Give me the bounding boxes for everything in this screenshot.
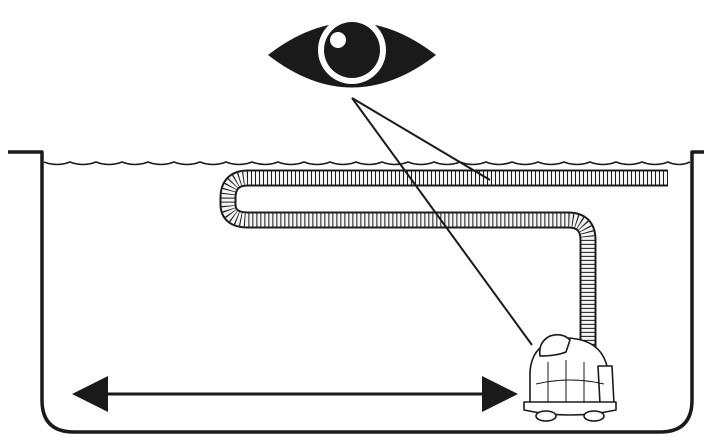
water-surface <box>43 161 691 166</box>
cleaner-wheel-front <box>535 410 557 422</box>
pool-wall <box>8 150 704 434</box>
sight-lines <box>351 97 533 346</box>
hose-ribs <box>221 171 668 355</box>
cleaner-head <box>538 333 571 357</box>
hose <box>219 169 668 355</box>
sight-line-to-hose <box>351 97 491 181</box>
pool-cleaner-icon <box>523 333 617 422</box>
eye-icon <box>268 16 436 88</box>
cleaner-wheel-rear <box>583 410 605 422</box>
sight-line-to-cleaner <box>351 97 533 346</box>
hose-body <box>221 171 668 355</box>
eye-iris <box>324 22 380 78</box>
cleaner-panel-lines <box>535 360 605 402</box>
hose-outline <box>219 169 668 355</box>
eye-glint <box>330 32 346 48</box>
cleaner-side <box>597 365 615 405</box>
